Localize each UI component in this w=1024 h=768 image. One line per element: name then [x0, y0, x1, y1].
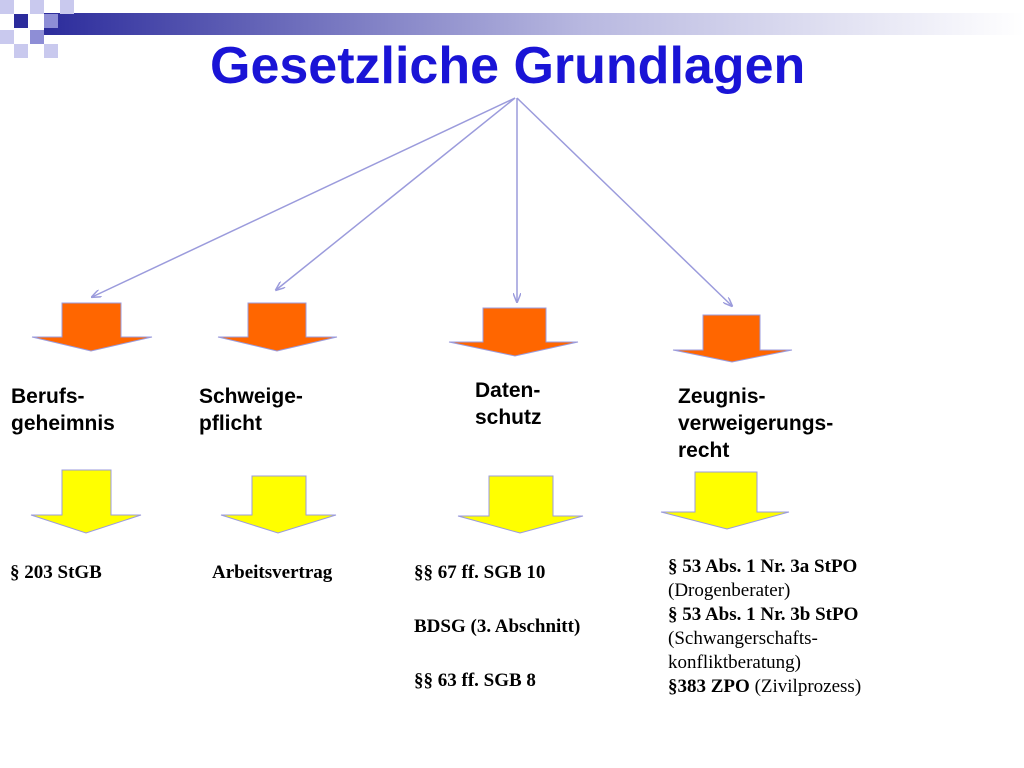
- category-datenschutz: Daten- schutz: [475, 377, 542, 431]
- orange-arrow-icon: [448, 307, 579, 357]
- category-label-line: pflicht: [199, 412, 262, 435]
- law-note: (Zivilprozess): [754, 676, 862, 697]
- connector-line-schweigepflicht: [276, 97, 516, 290]
- yellow-arrow-icon: [660, 471, 790, 530]
- orange-arrow-icon: [31, 302, 153, 352]
- law-note: konfliktberatung): [668, 652, 801, 673]
- yellow-arrow-icon: [457, 475, 584, 534]
- reference-schweigepflicht: Arbeitsvertrag: [212, 561, 332, 585]
- header-decoration: [0, 0, 1024, 58]
- law-reference: Arbeitsvertrag: [212, 562, 333, 583]
- category-schweigepflicht: Schweige- pflicht: [199, 383, 303, 437]
- category-label-line: schutz: [475, 406, 542, 429]
- deco-square: [14, 44, 28, 58]
- law-note: (Drogenberater): [668, 580, 791, 601]
- law-reference: §§ 67 ff. SGB 10: [414, 562, 546, 583]
- category-label-line: Daten-: [475, 379, 541, 402]
- reference-berufsgeheimnis: § 203 StGB: [10, 561, 102, 585]
- law-reference: BDSG (3. Abschnitt): [414, 616, 581, 637]
- deco-square: [44, 14, 58, 28]
- category-label-line: recht: [678, 439, 730, 462]
- category-berufsgeheimnis: Berufs- geheimnis: [11, 383, 115, 437]
- deco-square: [60, 0, 74, 14]
- deco-square: [0, 30, 14, 44]
- yellow-arrow-icon: [30, 469, 142, 534]
- deco-square: [30, 30, 44, 44]
- reference-datenschutz: §§ 67 ff. SGB 10 BDSG (3. Abschnitt) §§ …: [414, 561, 580, 693]
- category-zeugnisverweigerungsrecht: Zeugnis- verweigerungs- recht: [678, 383, 833, 464]
- reference-zeugnisverweigerungsrecht: § 53 Abs. 1 Nr. 3a StPO (Drogenberater) …: [668, 555, 861, 699]
- connector-line-berufsgeheimnis: [92, 97, 516, 297]
- yellow-arrow-icon: [220, 475, 337, 534]
- law-reference: §383 ZPO: [668, 676, 750, 697]
- deco-square: [30, 0, 44, 14]
- deco-square: [14, 14, 28, 28]
- category-label-line: Zeugnis-: [678, 385, 766, 408]
- law-reference: §§ 63 ff. SGB 8: [414, 670, 536, 691]
- law-note: (Schwangerschafts-: [668, 628, 818, 649]
- law-reference: § 203 StGB: [10, 562, 102, 583]
- header-gradient-bar: [44, 13, 1024, 35]
- category-label-line: Berufs-: [11, 385, 85, 408]
- slide-title: Gesetzliche Grundlagen: [210, 37, 806, 95]
- category-label-line: Schweige-: [199, 385, 303, 408]
- category-label-line: verweigerungs-: [678, 412, 834, 435]
- law-reference: § 53 Abs. 1 Nr. 3a StPO: [668, 556, 858, 577]
- orange-arrow-icon: [672, 314, 793, 363]
- deco-square: [44, 44, 58, 58]
- deco-square: [0, 0, 14, 14]
- category-label-line: geheimnis: [11, 412, 115, 435]
- law-reference: § 53 Abs. 1 Nr. 3b StPO: [668, 604, 859, 625]
- connector-line-zeugnis: [516, 97, 732, 306]
- orange-arrow-icon: [217, 302, 338, 352]
